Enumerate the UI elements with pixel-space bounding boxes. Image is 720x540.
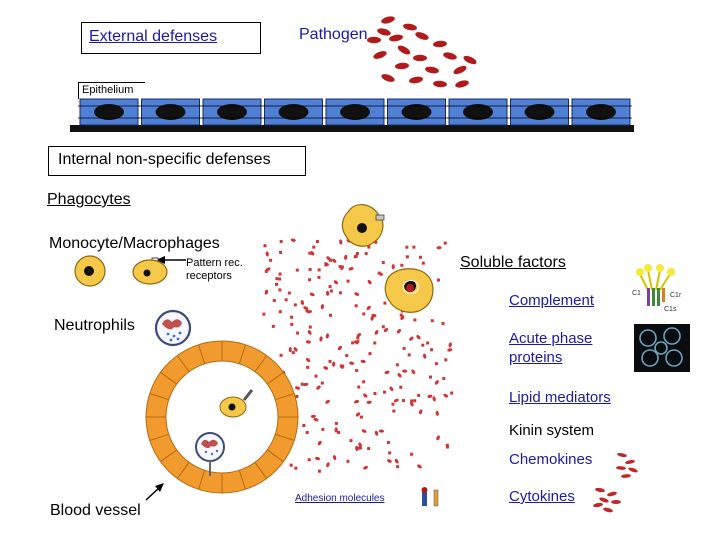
acute-phase-protein-icon [634,324,690,372]
kinin-system-label: Kinin system [509,422,595,439]
epithelium-label: Epithelium [82,84,134,96]
monocyte-macrophages-label: Monocyte/Macrophages [49,235,220,252]
neutrophils-label: Neutrophils [54,317,135,334]
internal-defenses-label: Internal non-specific defenses [58,151,271,168]
neutrophil-cell-icon [154,309,192,347]
external-defenses-label: External defenses [89,28,218,45]
complement-label: Complement [509,292,595,309]
complement-c1-label: C1 [632,290,641,297]
macrophage-cell-icon [341,204,385,247]
cytokines-label: Cytokines [509,488,575,505]
chemokines-label: Chemokines [509,451,593,468]
monocyte-receptor-cell-icon [132,257,168,285]
adhesion-molecules-label: Adhesion molecules [295,493,385,504]
basement-membrane [70,125,634,132]
complement-c1r-label: C1r [670,292,682,299]
pathogen-label: Pathogen [299,26,368,43]
pattern-rec-receptors-label: Pattern rec. receptors [186,257,243,282]
monocyte-cell-icon [74,255,106,287]
phagocytes-label: Phagocytes [47,191,131,208]
blood-vessel-label: Blood vessel [50,502,141,519]
complement-c1-icon [636,264,675,306]
macrophage-phagocytosing-cell-icon [384,268,434,313]
cytokine-icon [593,487,621,513]
internal-defenses-box [48,146,306,176]
acute-phase-proteins-label: Acute phase proteins [509,330,593,366]
adhesion-molecule-icon [421,487,439,507]
complement-c1s-label: C1s [664,306,677,313]
soluble-factors-label: Soluble factors [460,254,566,271]
external-defenses-box [81,22,261,54]
arrow-head [156,256,165,264]
epithelium-box [78,82,145,99]
lipid-mediators-label: Lipid mediators [509,389,611,406]
blood-vessel-ring-icon [145,340,299,494]
chemokine-icon [616,452,638,478]
